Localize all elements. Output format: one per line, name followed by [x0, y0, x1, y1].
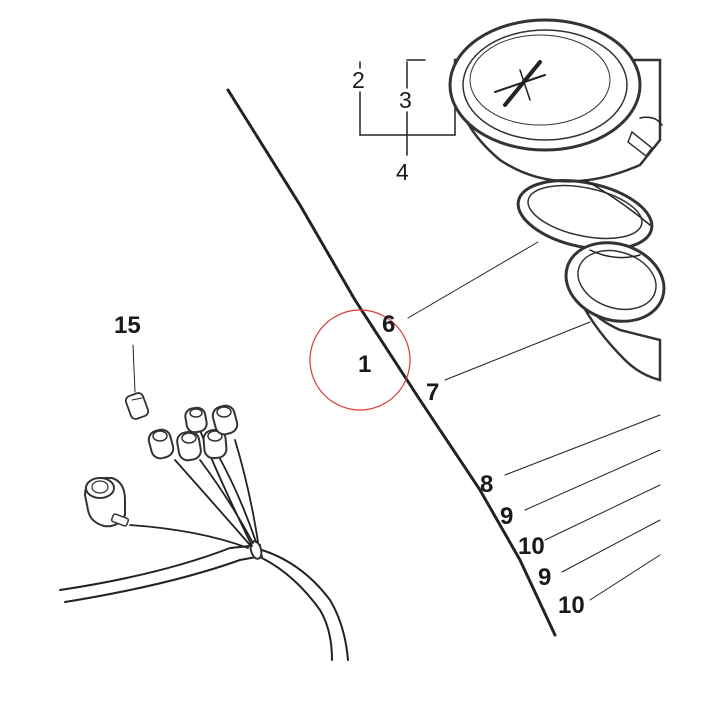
highlight-circle: [309, 309, 411, 411]
callout-4: 4: [396, 159, 409, 185]
callout-9-upper: 9: [500, 503, 513, 530]
sleeve-part-7: [564, 241, 666, 382]
callout-1: 1: [358, 351, 371, 378]
bulb-socket-icon: [202, 428, 228, 460]
assembly-line: [226, 88, 557, 637]
bulb-part-15-icon: [124, 392, 150, 420]
callout-15: 15: [114, 312, 141, 339]
bulb-socket-icon: [211, 404, 239, 436]
callout-3: 3: [399, 87, 412, 113]
callout-labels: 2 3 4 6 1 7 8 9 10 9 10 15: [114, 67, 585, 619]
callout-6: 6: [382, 311, 395, 338]
leader-lines: [132, 241, 661, 601]
cable-connector-icon: [83, 477, 130, 528]
callout-9-lower: 9: [538, 564, 551, 591]
callout-7: 7: [426, 379, 439, 406]
wiring-harness: [59, 392, 349, 661]
ring-part-6: [516, 179, 654, 251]
bulb-socket-icon: [147, 428, 175, 460]
callout-8: 8: [480, 471, 493, 498]
callout-10-upper: 10: [518, 533, 545, 560]
callout-2: 2: [352, 67, 365, 93]
bulb-socket-icon: [176, 430, 202, 462]
bulb-socket-icon: [184, 406, 208, 434]
gauge-body: [448, 18, 663, 183]
gauge-needle-icon: [494, 60, 546, 107]
callout-10-lower: 10: [558, 592, 585, 619]
